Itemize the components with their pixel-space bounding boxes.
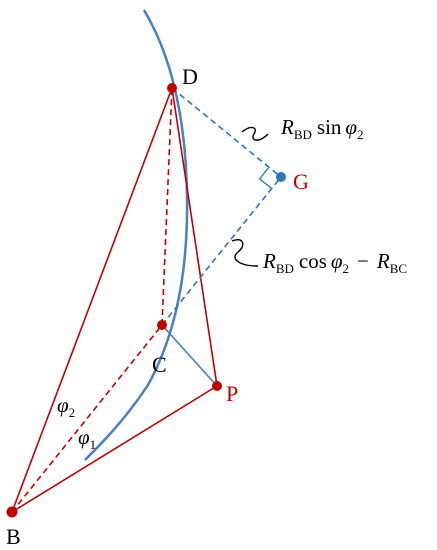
right-angle-marker <box>258 166 272 189</box>
leader-bottom <box>231 239 259 267</box>
label-g: G <box>293 169 309 194</box>
segment-bc-dashed <box>11 324 163 513</box>
curve <box>84 9 189 461</box>
leader-top <box>241 126 269 141</box>
segment-dg-dashed <box>171 87 282 178</box>
label-p: P <box>226 381 238 406</box>
angle-phi1: φ1 <box>78 425 96 452</box>
point-d <box>167 83 177 93</box>
point-c <box>157 320 167 330</box>
segment-cp <box>161 324 218 387</box>
point-g <box>276 172 286 182</box>
label-d: D <box>182 64 198 89</box>
segment-cg-dashed <box>161 176 282 326</box>
point-b <box>6 506 18 518</box>
segment-bp <box>11 385 218 513</box>
segment-dp <box>171 87 218 387</box>
segment-cd-dashed <box>161 87 173 326</box>
label-c: C <box>152 352 167 377</box>
label-b: B <box>6 524 21 549</box>
angle-phi2: φ2 <box>57 393 75 420</box>
point-p <box>212 381 222 391</box>
segment-bd <box>11 87 173 513</box>
